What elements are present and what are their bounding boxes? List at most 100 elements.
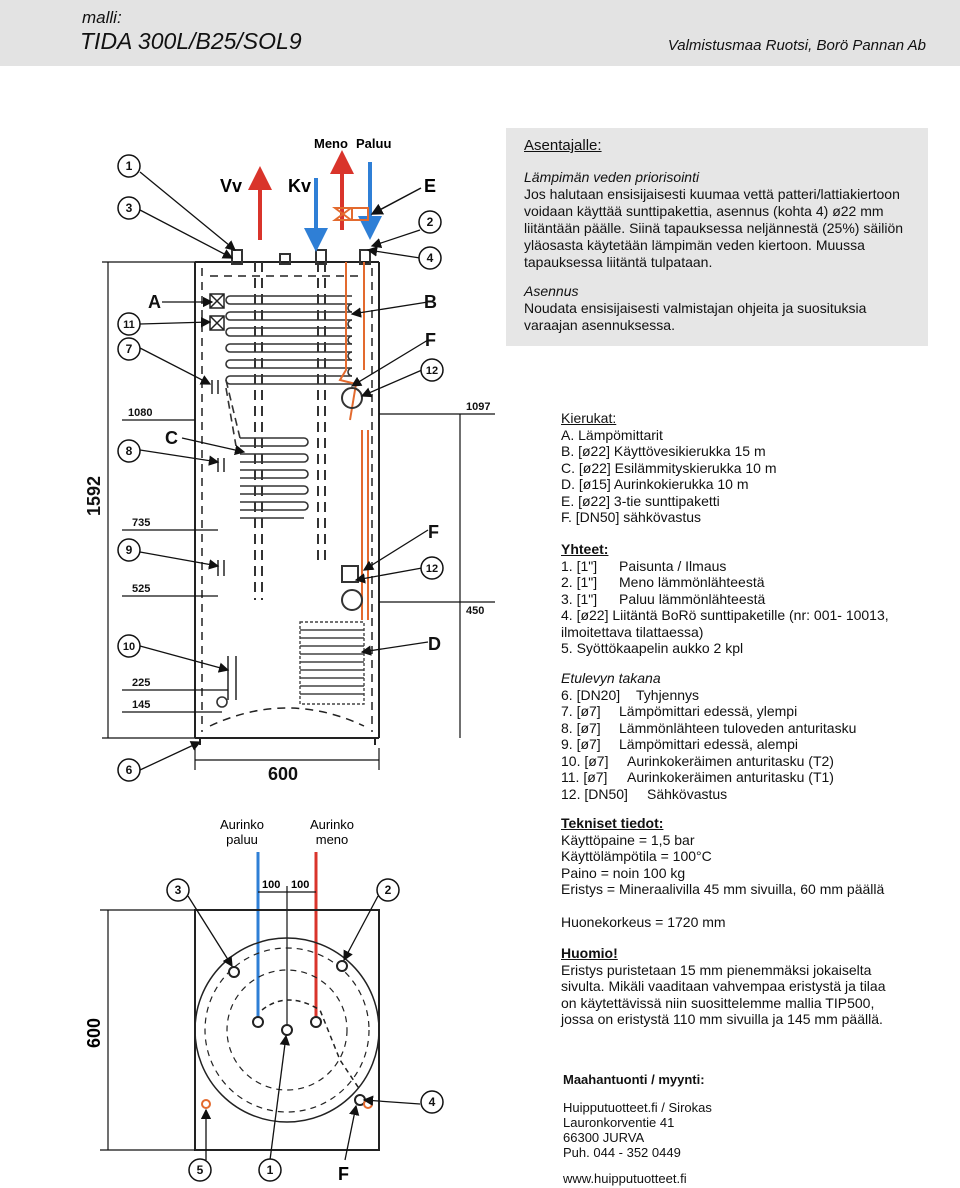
callout-10: 10: [123, 641, 135, 653]
connection-num: 1. [1"]: [561, 557, 598, 574]
origin-text: Valmistusmaa Ruotsi, Borö Pannan Ab: [667, 37, 926, 54]
connection-item: 4. [ø22] Liitäntä BoRö sunttipaketille (…: [561, 607, 889, 623]
sensor-pockets: [211, 380, 237, 708]
aurinko-paluu-l1: Aurinko: [220, 817, 264, 832]
connection-text: Meno lämmönlähteestä: [619, 574, 765, 590]
importer-heading: Maahantuonti / myynti:: [563, 1072, 705, 1087]
connections-heading: Yhteet:: [561, 541, 609, 557]
connection-item: 2. [1"]Meno lämmönlähteestä: [561, 574, 889, 591]
importer-line: Huipputuotteet.fi / Sirokas: [563, 1100, 712, 1115]
coil-item: A. Lämpömittarit: [561, 426, 663, 443]
callout-8: 8: [126, 444, 133, 458]
room-height: Huonekorkeus = 1720 mm: [561, 913, 726, 930]
letter-d: D: [428, 634, 441, 654]
behind-item: 10. [ø7]Aurinkokeräimen anturitasku (T2): [561, 753, 856, 770]
note-line: Eristys puristetaan 15 mm pienemmäksi jo…: [561, 961, 872, 978]
top-dimension: [258, 886, 316, 1030]
behind-text: Lämpömittari edessä, ylempi: [619, 703, 798, 719]
coil-d: [299, 621, 365, 705]
model-name: TIDA 300L/B25/SOL9: [80, 28, 302, 54]
coil-item: D. [ø15] Aurinkokierukka 10 m: [561, 476, 749, 492]
note-line: sivulta. Mikäli vaaditaan vahvempaa eris…: [561, 978, 886, 994]
model-label: malli:: [82, 8, 122, 27]
dim-525: 525: [132, 583, 150, 595]
behind-num: 11. [ø7]: [561, 769, 608, 785]
coils-section: Kierukat: A. Lämpömittarit B. [ø22] Käyt…: [561, 410, 777, 526]
callout-7: 7: [126, 342, 133, 356]
priority-line: yläosasta käytetään lämpimän veden kiert…: [524, 237, 865, 253]
three-way-valve: [332, 207, 369, 221]
connection-item: 5. Syöttökaapelin aukko 2 kpl: [561, 640, 744, 656]
behind-text: Sähkövastus: [647, 785, 728, 802]
dim-1080: 1080: [128, 407, 152, 419]
priority-line: liitäntään päälle. Siinä tapauksessa nel…: [524, 220, 904, 236]
top-connections: [231, 249, 371, 600]
dim-600-width: 600: [268, 764, 298, 784]
paluu-label: Paluu: [356, 136, 391, 151]
importer-web-link[interactable]: www.huipputuotteet.fi: [563, 1171, 687, 1186]
callout-3: 3: [126, 201, 133, 215]
behind-text: Lämpömittari edessä, alempi: [619, 736, 798, 752]
installer-heading: Asentajalle:: [524, 137, 602, 154]
importer-line: Lauronkorventie 41: [563, 1115, 675, 1130]
dim-100b: 100: [291, 879, 309, 891]
behind-item: 8. [ø7]Lämmönlähteen tuloveden anturitas…: [561, 720, 856, 737]
behind-item: 12. [DN50]Sähkövastus: [561, 786, 856, 803]
priority-line: voidaan käyttää sunttipakettia, asennus …: [524, 203, 884, 219]
tech-heading: Tekniset tiedot:: [561, 815, 664, 831]
importer-line: Puh. 044 - 352 0449: [563, 1145, 681, 1160]
installer-box: Asentajalle: Lämpimän veden priorisointi…: [506, 128, 928, 346]
note-section: Huomio! Eristys puristetaan 15 mm pienem…: [561, 945, 886, 1028]
coil-item: F. [DN50] sähkövastus: [561, 509, 702, 525]
side-dimension-labels: 1592 1080 1097 735 525 450 225 145 600: [84, 401, 490, 784]
connection-item: 3. [1"]Paluu lämmönlähteestä: [561, 591, 889, 608]
dim-100a: 100: [262, 879, 280, 891]
behind-item: 7. [ø7] Lämpömittari edessä, ylempi: [561, 703, 856, 720]
coil-item: B. [ø22] Käyttövesikierukka 15 m: [561, 443, 766, 459]
tech-line: Paino = noin 100 kg: [561, 864, 686, 881]
importer-line: 66300 JURVA: [563, 1130, 645, 1145]
callout-11: 11: [123, 319, 135, 331]
priority-line: tapauksessa liitäntä tulpataan.: [524, 254, 713, 270]
meno-label: Meno: [314, 136, 348, 151]
note-line: on käytettävissä niin suosittelemme mall…: [561, 994, 875, 1011]
dim-225: 225: [132, 677, 150, 689]
top-callout-3: 3: [175, 883, 182, 897]
side-callout-numbers: 1 3 2 4 11 7 12 8 9 12 10 6: [123, 159, 438, 777]
tech-line: Käyttöpaine = 1,5 bar: [561, 831, 695, 848]
connection-item: 1. [1"]Paisunta / Ilmaus: [561, 558, 889, 575]
behind-num: 7. [ø7]: [561, 703, 601, 719]
callout-1: 1: [126, 159, 133, 173]
callout-circle: [117, 154, 141, 178]
tech-line: Käyttölämpötila = 100°C: [561, 848, 712, 864]
letter-c: C: [165, 428, 178, 448]
priority-line: Jos halutaan ensisijaisesti kuumaa vettä…: [524, 186, 900, 202]
callout-2: 2: [427, 215, 434, 229]
dim-1097: 1097: [466, 401, 490, 413]
connection-item: ilmoitettava tilattaessa): [561, 623, 704, 640]
behind-item: 6. [DN20]Tyhjennys: [561, 687, 856, 704]
side-callouts: [117, 154, 444, 782]
callout-12-upper: 12: [426, 365, 438, 377]
coils-heading: Kierukat:: [561, 410, 617, 426]
behind-panel-heading: Etulevyn takana: [561, 670, 661, 686]
side-leaders: [139, 171, 429, 771]
letter-b: B: [424, 292, 437, 312]
tank-diagrams: Meno Paluu Vv Kv E: [84, 136, 495, 1184]
behind-text: Aurinkokeräimen anturitasku (T2): [627, 752, 834, 769]
header-bar: malli: TIDA 300L/B25/SOL9 Valmistusmaa R…: [0, 0, 960, 66]
top-callout-5: 5: [197, 1163, 204, 1177]
note-heading: Huomio!: [561, 945, 618, 961]
dim-600-depth: 600: [84, 1018, 104, 1048]
top-letter-f: F: [338, 1164, 349, 1184]
top-side-dimension: [100, 909, 195, 1151]
connection-text: Paluu lämmönlähteestä: [619, 590, 766, 607]
callout-6: 6: [126, 763, 133, 777]
dim-450: 450: [466, 605, 484, 617]
dim-1592: 1592: [84, 476, 104, 516]
top-callouts: [166, 878, 444, 1182]
importer-address: Huipputuotteet.fi / Sirokas Lauronkorven…: [563, 1100, 712, 1160]
dim-145: 145: [132, 699, 150, 711]
callout-4: 4: [427, 251, 434, 265]
behind-num: 9. [ø7]: [561, 736, 601, 752]
